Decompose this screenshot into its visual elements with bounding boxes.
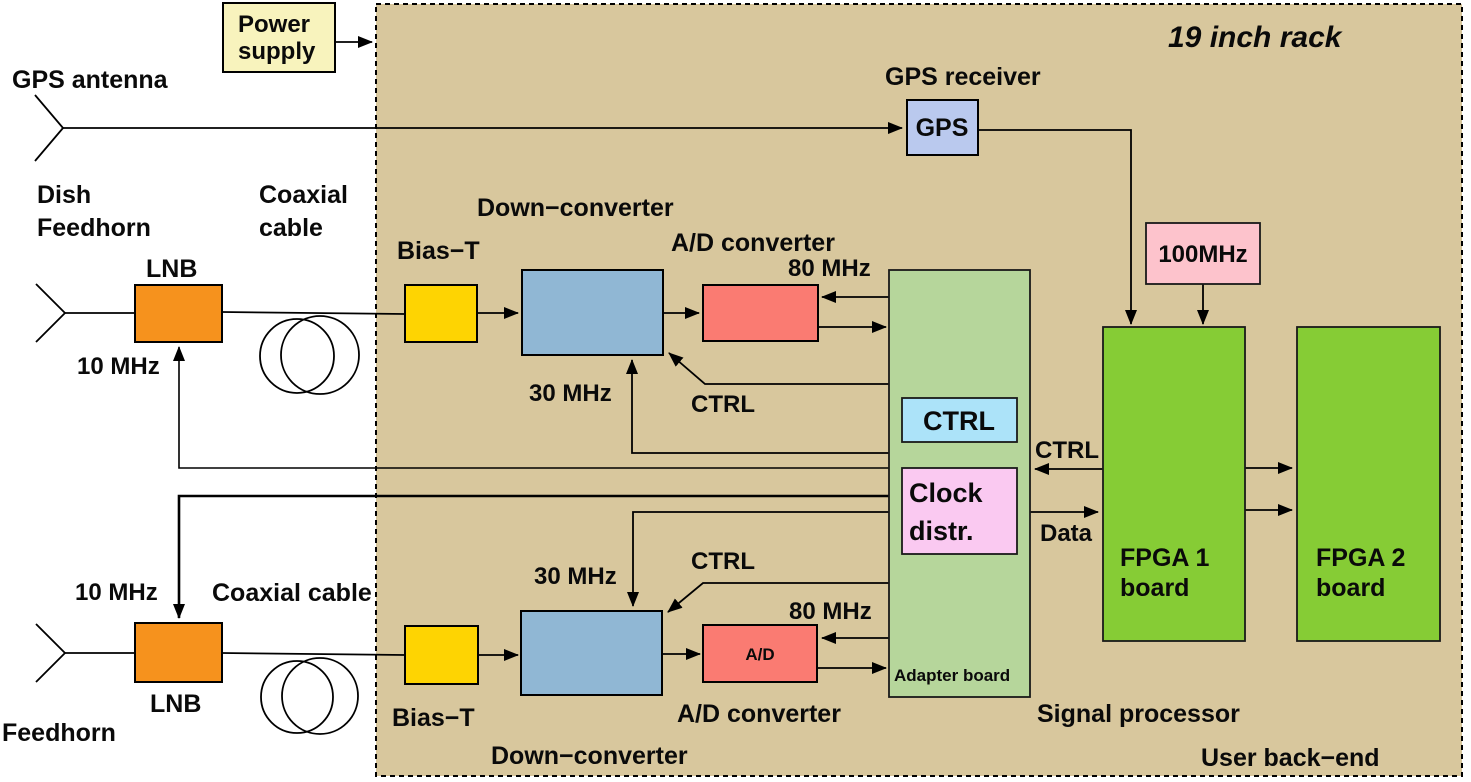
ctrl-right-label: CTRL xyxy=(1035,437,1099,464)
fpga1-label-2: board xyxy=(1120,574,1189,602)
clock-100mhz-box xyxy=(1145,222,1261,285)
adapter-ctrl-label: CTRL xyxy=(923,406,995,436)
ten-mhz-bottom-label: 10 MHz xyxy=(75,579,158,606)
bias-t-top-label: Bias−T xyxy=(397,237,480,265)
ctrl-bottom-label: CTRL xyxy=(691,548,755,575)
coaxial-bottom-label: Coaxial cable xyxy=(212,579,372,607)
gps-box xyxy=(906,99,979,156)
mhz80-bottom-label: 80 MHz xyxy=(789,598,872,625)
ctrl-top-label: CTRL xyxy=(691,391,755,418)
fpga2-label-2: board xyxy=(1316,574,1385,602)
ad-converter-bottom-box xyxy=(702,624,818,683)
coax-coil-bottom-loop1 xyxy=(260,660,334,734)
lnb-bottom-label: LNB xyxy=(150,690,201,718)
wire-coax-bottom xyxy=(221,652,406,656)
adapter-board-label: Adapter board xyxy=(894,666,1010,685)
coax-coil-bottom-loop2 xyxy=(281,657,359,735)
fpga1-box xyxy=(1102,326,1246,642)
lnb-top-label: LNB xyxy=(146,255,197,283)
dish-label: Dish xyxy=(37,181,91,209)
down-converter-top-box xyxy=(521,269,664,356)
coax-coil-top-loop2 xyxy=(280,315,360,395)
ad-small-label: A/D xyxy=(745,645,774,664)
coaxial-top-label-2: cable xyxy=(259,214,323,242)
clock-distr-label-2: distr. xyxy=(909,516,974,546)
user-backend-label: User back−end xyxy=(1201,744,1380,772)
feedhorn-top-label: Feedhorn xyxy=(37,214,151,242)
lnb-bottom-box xyxy=(134,622,223,683)
fpga2-box xyxy=(1296,326,1441,642)
gps-receiver-label: GPS receiver xyxy=(885,63,1041,91)
ad-converter-bottom-label: A/D converter xyxy=(677,700,841,728)
wire-30mhz-top xyxy=(626,359,889,454)
down-converter-bottom-box xyxy=(520,610,663,696)
feedhorn-bottom-label: Feedhorn xyxy=(2,719,116,747)
power-supply-label-1: Power xyxy=(238,11,310,38)
feedhorn-bottom-icon xyxy=(35,623,66,683)
ad-converter-top-label: A/D converter xyxy=(671,229,835,257)
wire-10mhz-top xyxy=(173,346,889,469)
gps-box-label: GPS xyxy=(916,114,969,142)
wire-30mhz-bottom xyxy=(627,511,889,607)
fpga1-label-1: FPGA 1 xyxy=(1120,544,1209,572)
wire-gps-to-fpga1 xyxy=(978,129,1137,325)
rack-title: 19 inch rack xyxy=(1168,21,1343,54)
lnb-top-box xyxy=(134,284,223,343)
feedhorn-top-icon xyxy=(35,283,66,343)
bias-t-bottom-box xyxy=(404,625,479,685)
clock-distr-label-1: Clock xyxy=(909,478,984,508)
wire-10mhz-bottom xyxy=(173,494,889,619)
clock-distr-box xyxy=(901,467,1018,555)
down-converter-top-label: Down−converter xyxy=(477,194,674,222)
clock-100mhz-label: 100MHz xyxy=(1158,241,1247,268)
wire-ctrl-top xyxy=(668,352,889,385)
coaxial-top-label-1: Coaxial xyxy=(259,181,348,209)
mhz30-bottom-label: 30 MHz xyxy=(534,563,617,590)
wire-ctrl-bottom xyxy=(667,582,889,613)
coax-coil-top-loop1 xyxy=(259,318,335,394)
gps-antenna-label: GPS antenna xyxy=(12,66,169,94)
mhz30-top-label: 30 MHz xyxy=(529,380,612,407)
power-supply-box xyxy=(222,2,336,73)
power-supply-label-2: supply xyxy=(238,38,316,65)
bias-t-bottom-label: Bias−T xyxy=(392,704,475,732)
down-converter-bottom-label: Down−converter xyxy=(491,742,688,770)
bias-t-top-box xyxy=(404,284,478,343)
mhz80-top-label: 80 MHz xyxy=(788,255,871,282)
data-label: Data xyxy=(1040,520,1093,547)
signal-processor-label: Signal processor xyxy=(1037,700,1240,728)
wire-coax-top xyxy=(221,311,406,315)
ten-mhz-top-label: 10 MHz xyxy=(77,353,160,380)
fpga2-label-1: FPGA 2 xyxy=(1316,544,1405,572)
adapter-ctrl-box xyxy=(901,397,1018,443)
ad-converter-top-box xyxy=(702,284,819,342)
gps-antenna-icon xyxy=(34,94,64,162)
